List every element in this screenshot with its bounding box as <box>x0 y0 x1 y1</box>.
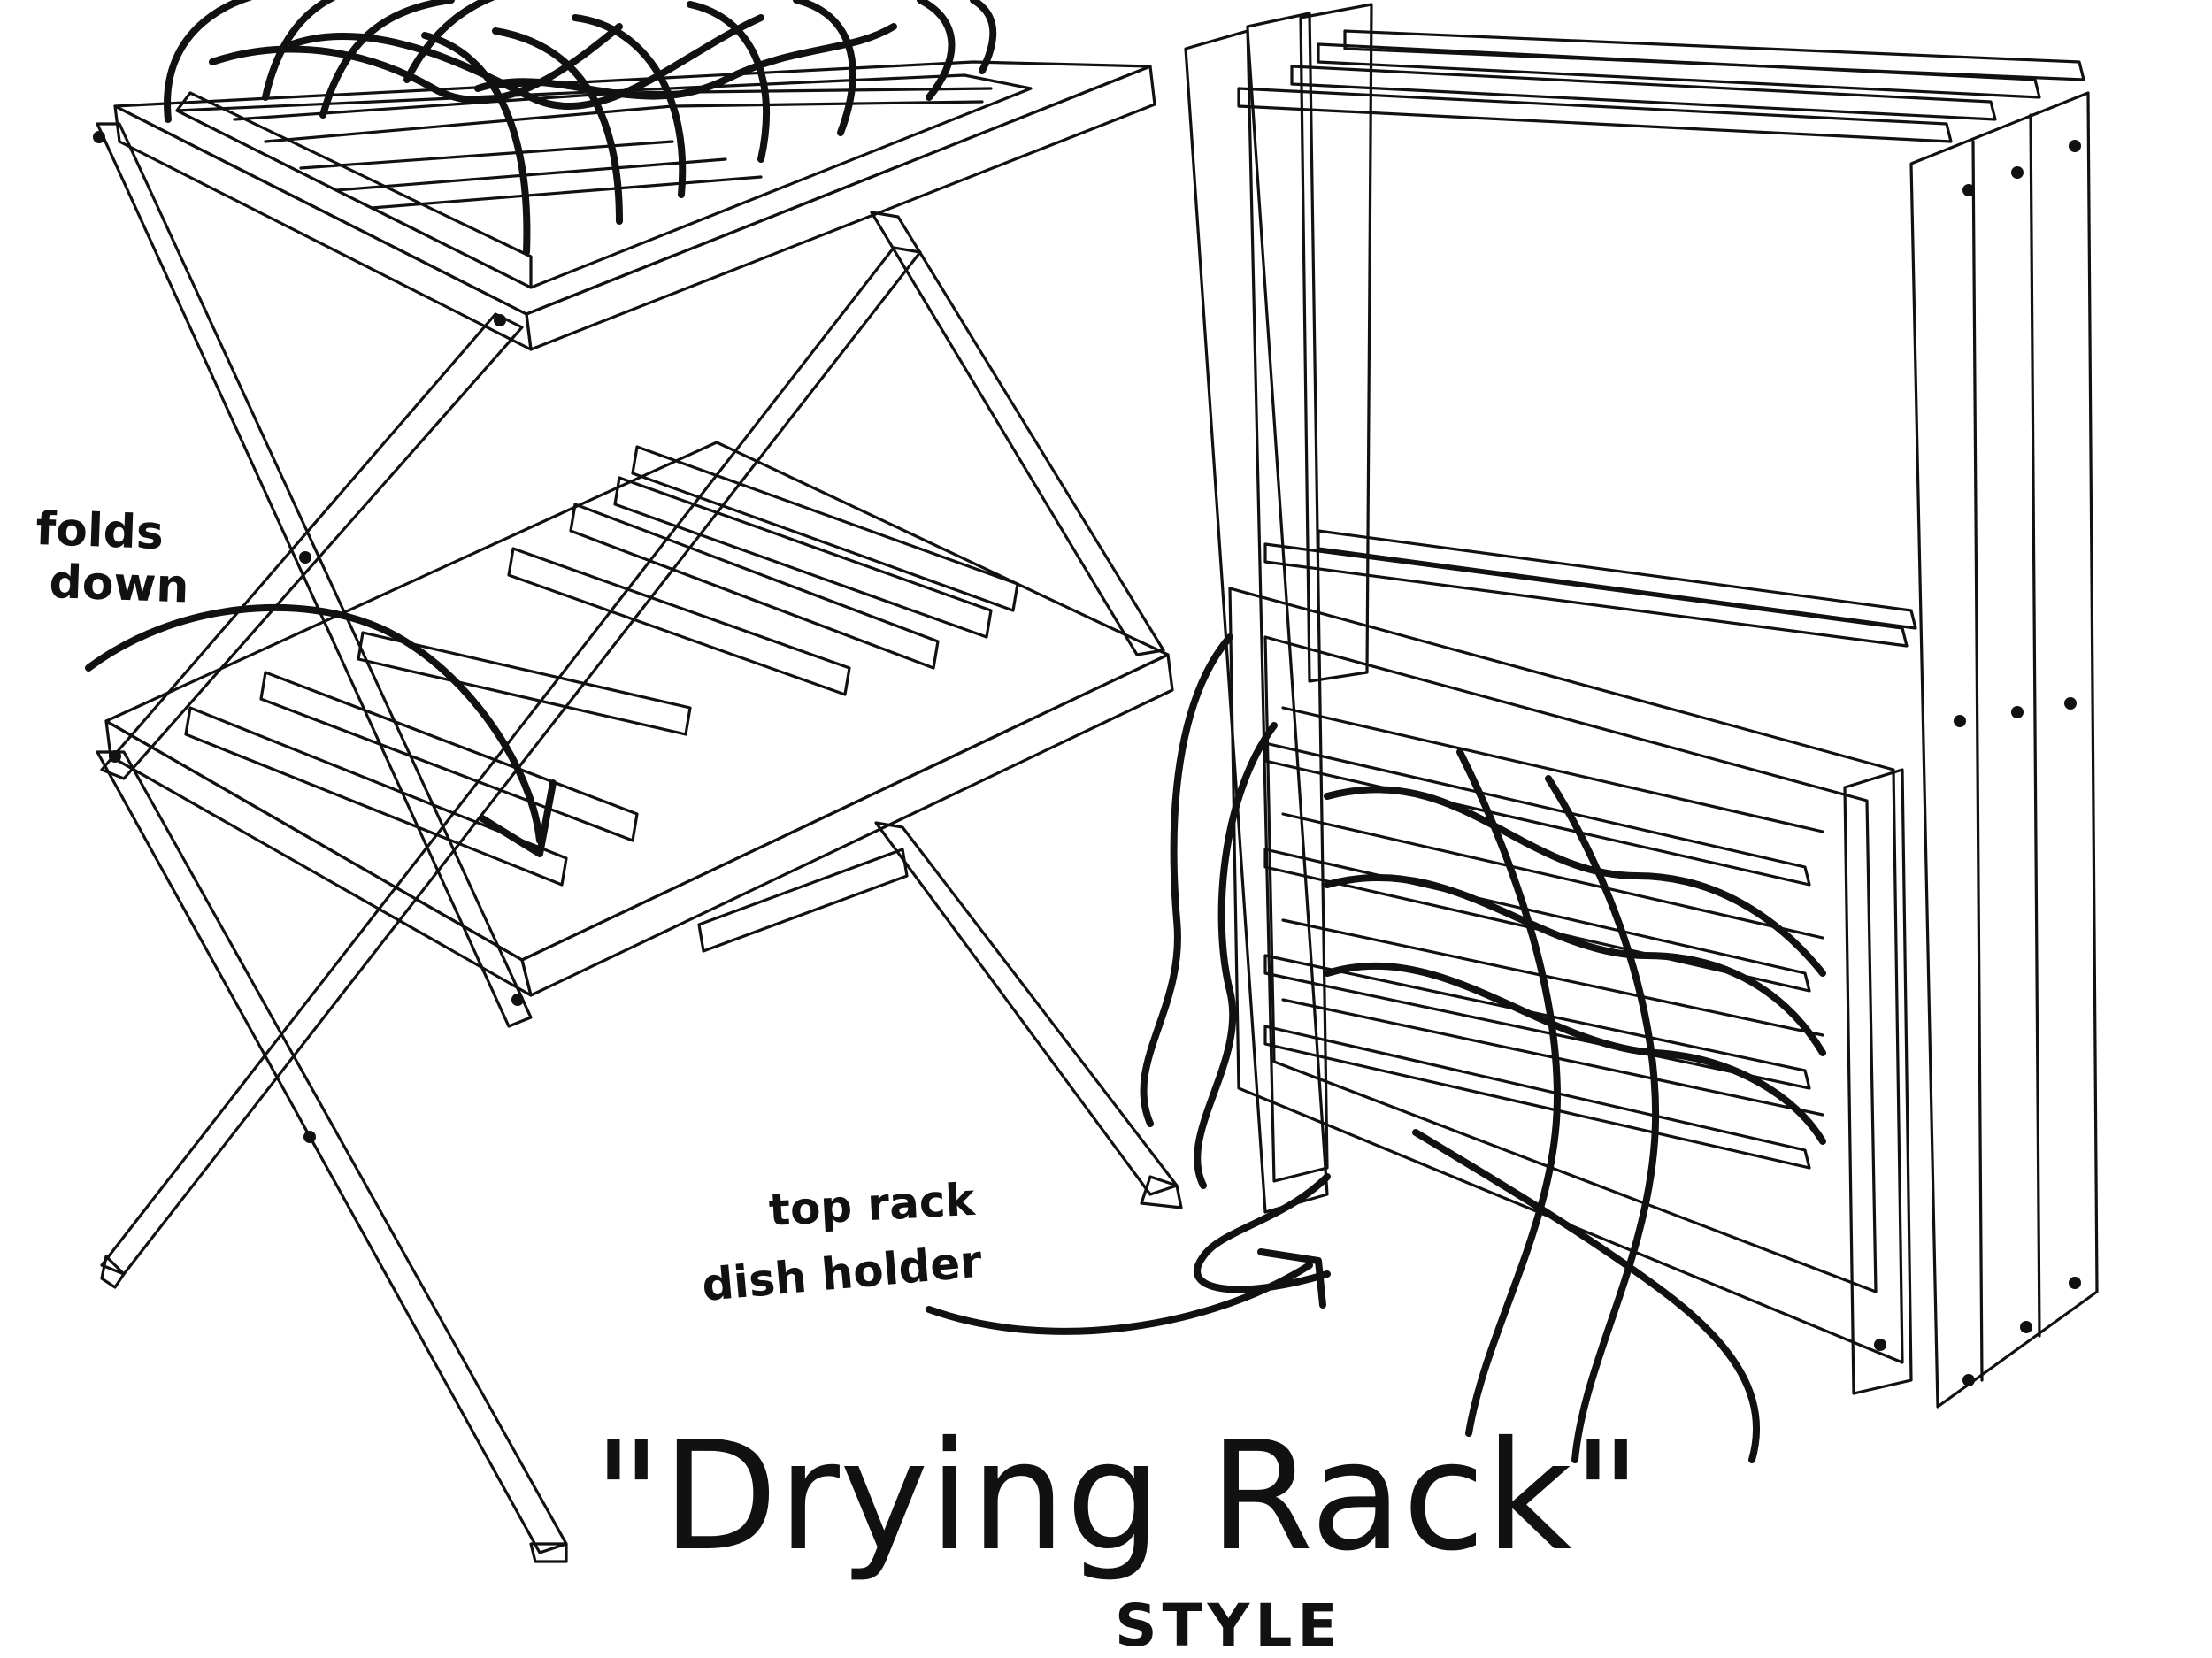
top-shelf <box>113 60 1156 351</box>
top-rack-label: top rack <box>768 1174 978 1236</box>
pivot-bolts <box>93 131 524 1143</box>
folded-dish-holder-frame <box>1228 587 1913 1395</box>
arrow-curved-right-icon <box>926 1248 1326 1335</box>
bottom-shelf <box>104 441 1174 997</box>
top-dish-wires <box>164 0 997 256</box>
folds-label: folds <box>35 503 165 560</box>
dish-holder-label: dish holder <box>700 1236 984 1311</box>
title-block: "Drying Rack" STYLE <box>593 1409 1641 1658</box>
drawing-title: "Drying Rack" <box>593 1409 1641 1585</box>
unfolded-rack-drawing <box>93 0 1183 1563</box>
folded-rack-drawing <box>1140 3 2099 1463</box>
folded-bolts <box>1874 140 2081 1386</box>
arrow-curved-down-icon <box>85 603 557 857</box>
top-rack-annotation: top rack dish holder <box>700 1174 1326 1335</box>
down-label: down <box>49 556 190 613</box>
drawing-subtitle: STYLE <box>1115 1592 1343 1658</box>
folded-top-rails <box>1237 29 2085 648</box>
folds-down-annotation: folds down <box>35 503 557 857</box>
folded-dish-wires <box>1140 633 1826 1463</box>
folded-dish-holder-slats <box>1263 706 1824 1170</box>
